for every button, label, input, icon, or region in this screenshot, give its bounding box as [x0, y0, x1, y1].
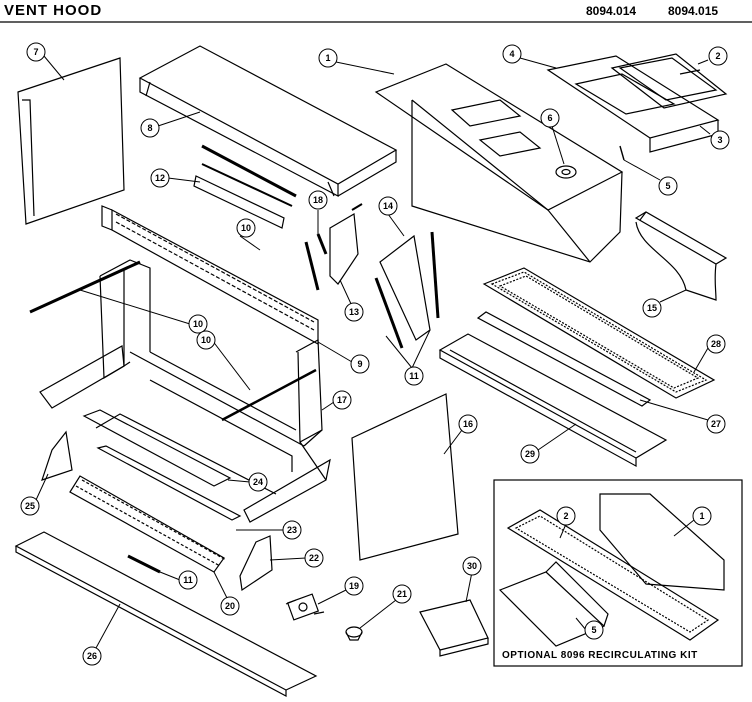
callout-kit-5: 5 [591, 625, 596, 635]
part-4-collar [546, 55, 720, 153]
part-26-bottom-trim [14, 531, 318, 697]
recirculating-kit-box [493, 479, 743, 667]
callout-11b: 11 [183, 575, 193, 585]
part-15-deflector [634, 211, 728, 301]
callout-7: 7 [33, 47, 38, 57]
part-11-spring [127, 554, 161, 574]
callout-kit-2: 2 [563, 511, 568, 521]
callouts [20, 42, 730, 666]
callout-21: 21 [397, 589, 407, 599]
part-23-housing [69, 445, 242, 573]
part-29-channel [438, 333, 668, 468]
part-18-rods [29, 233, 328, 422]
part-19-switch [285, 593, 325, 621]
callout-15: 15 [647, 303, 657, 313]
part-5-screw [619, 145, 625, 161]
callout-10b: 10 [193, 319, 203, 329]
part-2-damper [610, 53, 728, 109]
callout-19: 19 [349, 581, 359, 591]
kit-label: OPTIONAL 8096 RECIRCULATING KIT [502, 650, 698, 661]
callout-30: 30 [467, 561, 477, 571]
part-10-front-trim [101, 205, 319, 346]
callout-1: 1 [325, 53, 330, 63]
callout-kit-1: 1 [699, 511, 704, 521]
callout-25: 25 [25, 501, 35, 511]
callout-28: 28 [711, 339, 721, 349]
callout-8: 8 [147, 123, 152, 133]
part-7-side-panel [17, 57, 125, 225]
callout-5: 5 [665, 181, 670, 191]
callout-2: 2 [715, 51, 720, 61]
callout-29: 29 [525, 449, 535, 459]
part-13-bracket [329, 203, 363, 285]
callout-14: 14 [383, 201, 393, 211]
diagram-title: VENT HOOD [4, 2, 103, 19]
callout-9: 9 [357, 359, 362, 369]
part-27-light-tube [476, 311, 652, 407]
callout-24: 24 [253, 477, 263, 487]
part-8-top-trim [138, 45, 398, 197]
part-17-enclosure [39, 259, 331, 523]
callout-numbers: 7 8 12 10 10 10 18 13 14 1 4 2 3 6 5 15 … [25, 47, 723, 661]
part-12-bracket [193, 144, 297, 229]
callout-6: 6 [547, 113, 552, 123]
callout-20: 20 [225, 601, 235, 611]
callout-16: 16 [463, 419, 473, 429]
callout-22: 22 [309, 553, 319, 563]
part-16-front-panel [351, 393, 459, 561]
callout-26: 26 [87, 651, 97, 661]
part-1-hood-body [374, 63, 624, 263]
callout-11a: 11 [409, 371, 419, 381]
model-number-2: 8094.015 [668, 4, 719, 18]
part-22-clip [239, 535, 273, 592]
callout-10a: 10 [241, 223, 251, 233]
part-25-clip [41, 430, 73, 481]
callout-4: 4 [509, 49, 514, 59]
callout-10c: 10 [201, 335, 211, 345]
callout-13: 13 [349, 307, 359, 317]
part-24-bracket [82, 409, 232, 487]
part-14-bracket [374, 231, 440, 349]
part-21-knob [345, 626, 363, 641]
callout-3: 3 [717, 135, 722, 145]
model-number-1: 8094.014 [586, 4, 637, 18]
part-30-label-plate [419, 599, 489, 657]
part-28-filter [482, 267, 716, 399]
callout-12: 12 [155, 173, 165, 183]
callout-18: 18 [313, 195, 323, 205]
callout-23: 23 [287, 525, 297, 535]
callout-27: 27 [711, 419, 721, 429]
callout-17: 17 [337, 395, 347, 405]
